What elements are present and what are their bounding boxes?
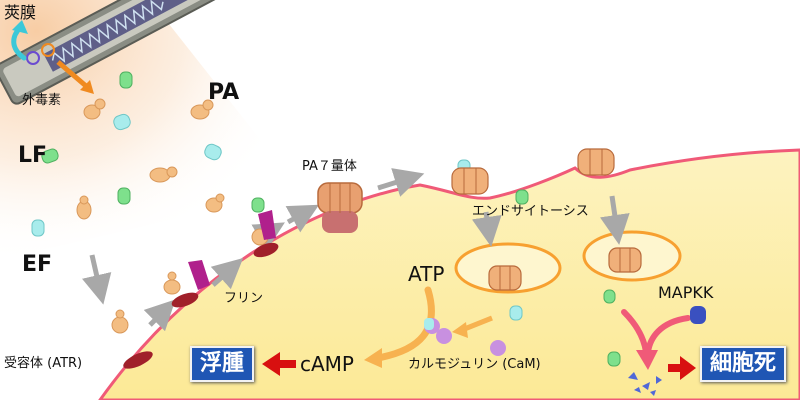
label-furin: フリン — [224, 291, 264, 306]
edema-box: 浮腫 — [190, 346, 255, 383]
label-camp: cAMP — [300, 352, 354, 376]
label-atp: ATP — [408, 262, 445, 286]
pa-particles — [76, 98, 269, 334]
label-capsule: 莢膜 — [4, 3, 37, 22]
furin-shapes — [188, 210, 276, 290]
capsule-marker-purple — [26, 51, 40, 65]
label-mapkk: MAPKK — [658, 283, 714, 302]
label-pa: PA — [208, 80, 240, 105]
label-calmodulin: カルモジュリン (CaM) — [408, 357, 541, 372]
mapkk-arrow — [645, 315, 691, 355]
cam-arrow — [461, 315, 493, 333]
label-exotoxin: 外毒素 — [22, 93, 62, 108]
pa-heptamers — [317, 148, 642, 291]
receptor-shapes — [123, 242, 279, 369]
label-receptor: 受容体 (ATR) — [4, 356, 83, 371]
cleaved-fragments — [628, 372, 662, 396]
lf-arrow — [621, 309, 649, 355]
label-lf: LF — [18, 143, 48, 168]
cell-death-box: 細胞死 — [700, 346, 787, 383]
capsule-marker-orange — [41, 43, 55, 57]
label-endocytosis: エンドサイトーシス — [472, 204, 589, 219]
exotoxin-arrow — [56, 60, 88, 88]
label-ef: EF — [22, 252, 53, 277]
atp-to-camp-arrow — [374, 286, 435, 362]
lf-particles — [41, 71, 621, 367]
label-pa7: PA７量体 — [302, 159, 357, 174]
mapkk-shape — [690, 306, 706, 324]
calmodulin-complex — [424, 318, 506, 356]
